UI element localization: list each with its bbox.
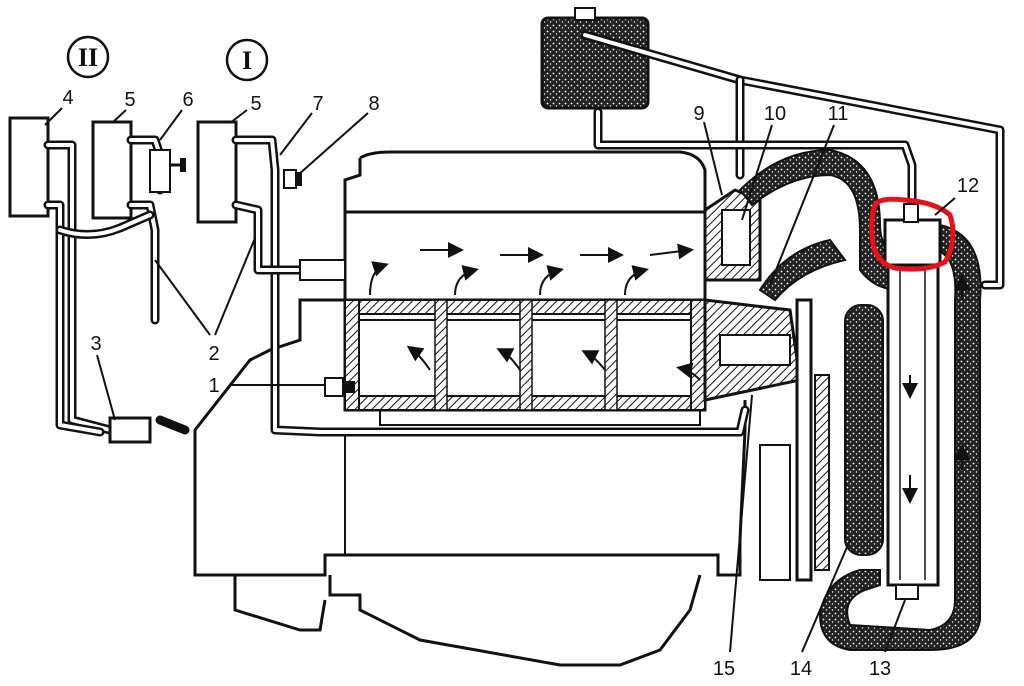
label-2: 2	[208, 343, 219, 365]
heater-radiator-5-ii	[91, 120, 133, 220]
label-11: 11	[828, 103, 849, 125]
label-14: 14	[790, 658, 812, 680]
label-8: 8	[368, 93, 379, 115]
label-12: 12	[957, 175, 979, 197]
water-pump-15	[703, 298, 802, 402]
label-6: 6	[182, 89, 193, 111]
label-13: 13	[869, 658, 891, 680]
upper-hose-11	[738, 148, 901, 302]
heater-radiator-5-i	[196, 120, 238, 224]
roman-two-marker: II	[66, 35, 110, 79]
label-4: 4	[62, 87, 73, 109]
label-5-ii: 5	[124, 89, 135, 111]
heater-tap-6	[149, 149, 186, 193]
expansion-tank	[540, 7, 650, 110]
thermostat-housing-9-10	[703, 188, 762, 282]
lower-hose	[818, 223, 982, 651]
heater-tap-8	[283, 169, 302, 189]
heater-radiator-4	[8, 116, 50, 218]
label-15: 15	[713, 658, 735, 680]
label-3: 3	[90, 333, 101, 355]
roman-one-text: I	[242, 46, 252, 75]
drain-tap-1	[324, 377, 355, 397]
expansion-tank-pipes	[580, 30, 1005, 290]
label-9: 9	[693, 103, 704, 125]
fan-14	[844, 304, 884, 556]
roman-one-marker: I	[225, 38, 269, 82]
label-1: 1	[208, 375, 219, 397]
coolant-flow-arrows	[369, 242, 701, 381]
cylinder-block	[343, 210, 707, 426]
radiator	[883, 218, 970, 600]
leader-lines	[44, 107, 956, 653]
highlight-circle	[869, 196, 956, 272]
head-fitting	[299, 259, 346, 281]
label-5-i: 5	[250, 93, 261, 115]
heater-valve-3	[108, 416, 152, 444]
roman-two-text: II	[78, 43, 98, 72]
label-7: 7	[312, 93, 323, 115]
radiator-filler-fitting	[903, 203, 919, 223]
pulleys	[759, 298, 830, 582]
label-10: 10	[764, 103, 786, 125]
